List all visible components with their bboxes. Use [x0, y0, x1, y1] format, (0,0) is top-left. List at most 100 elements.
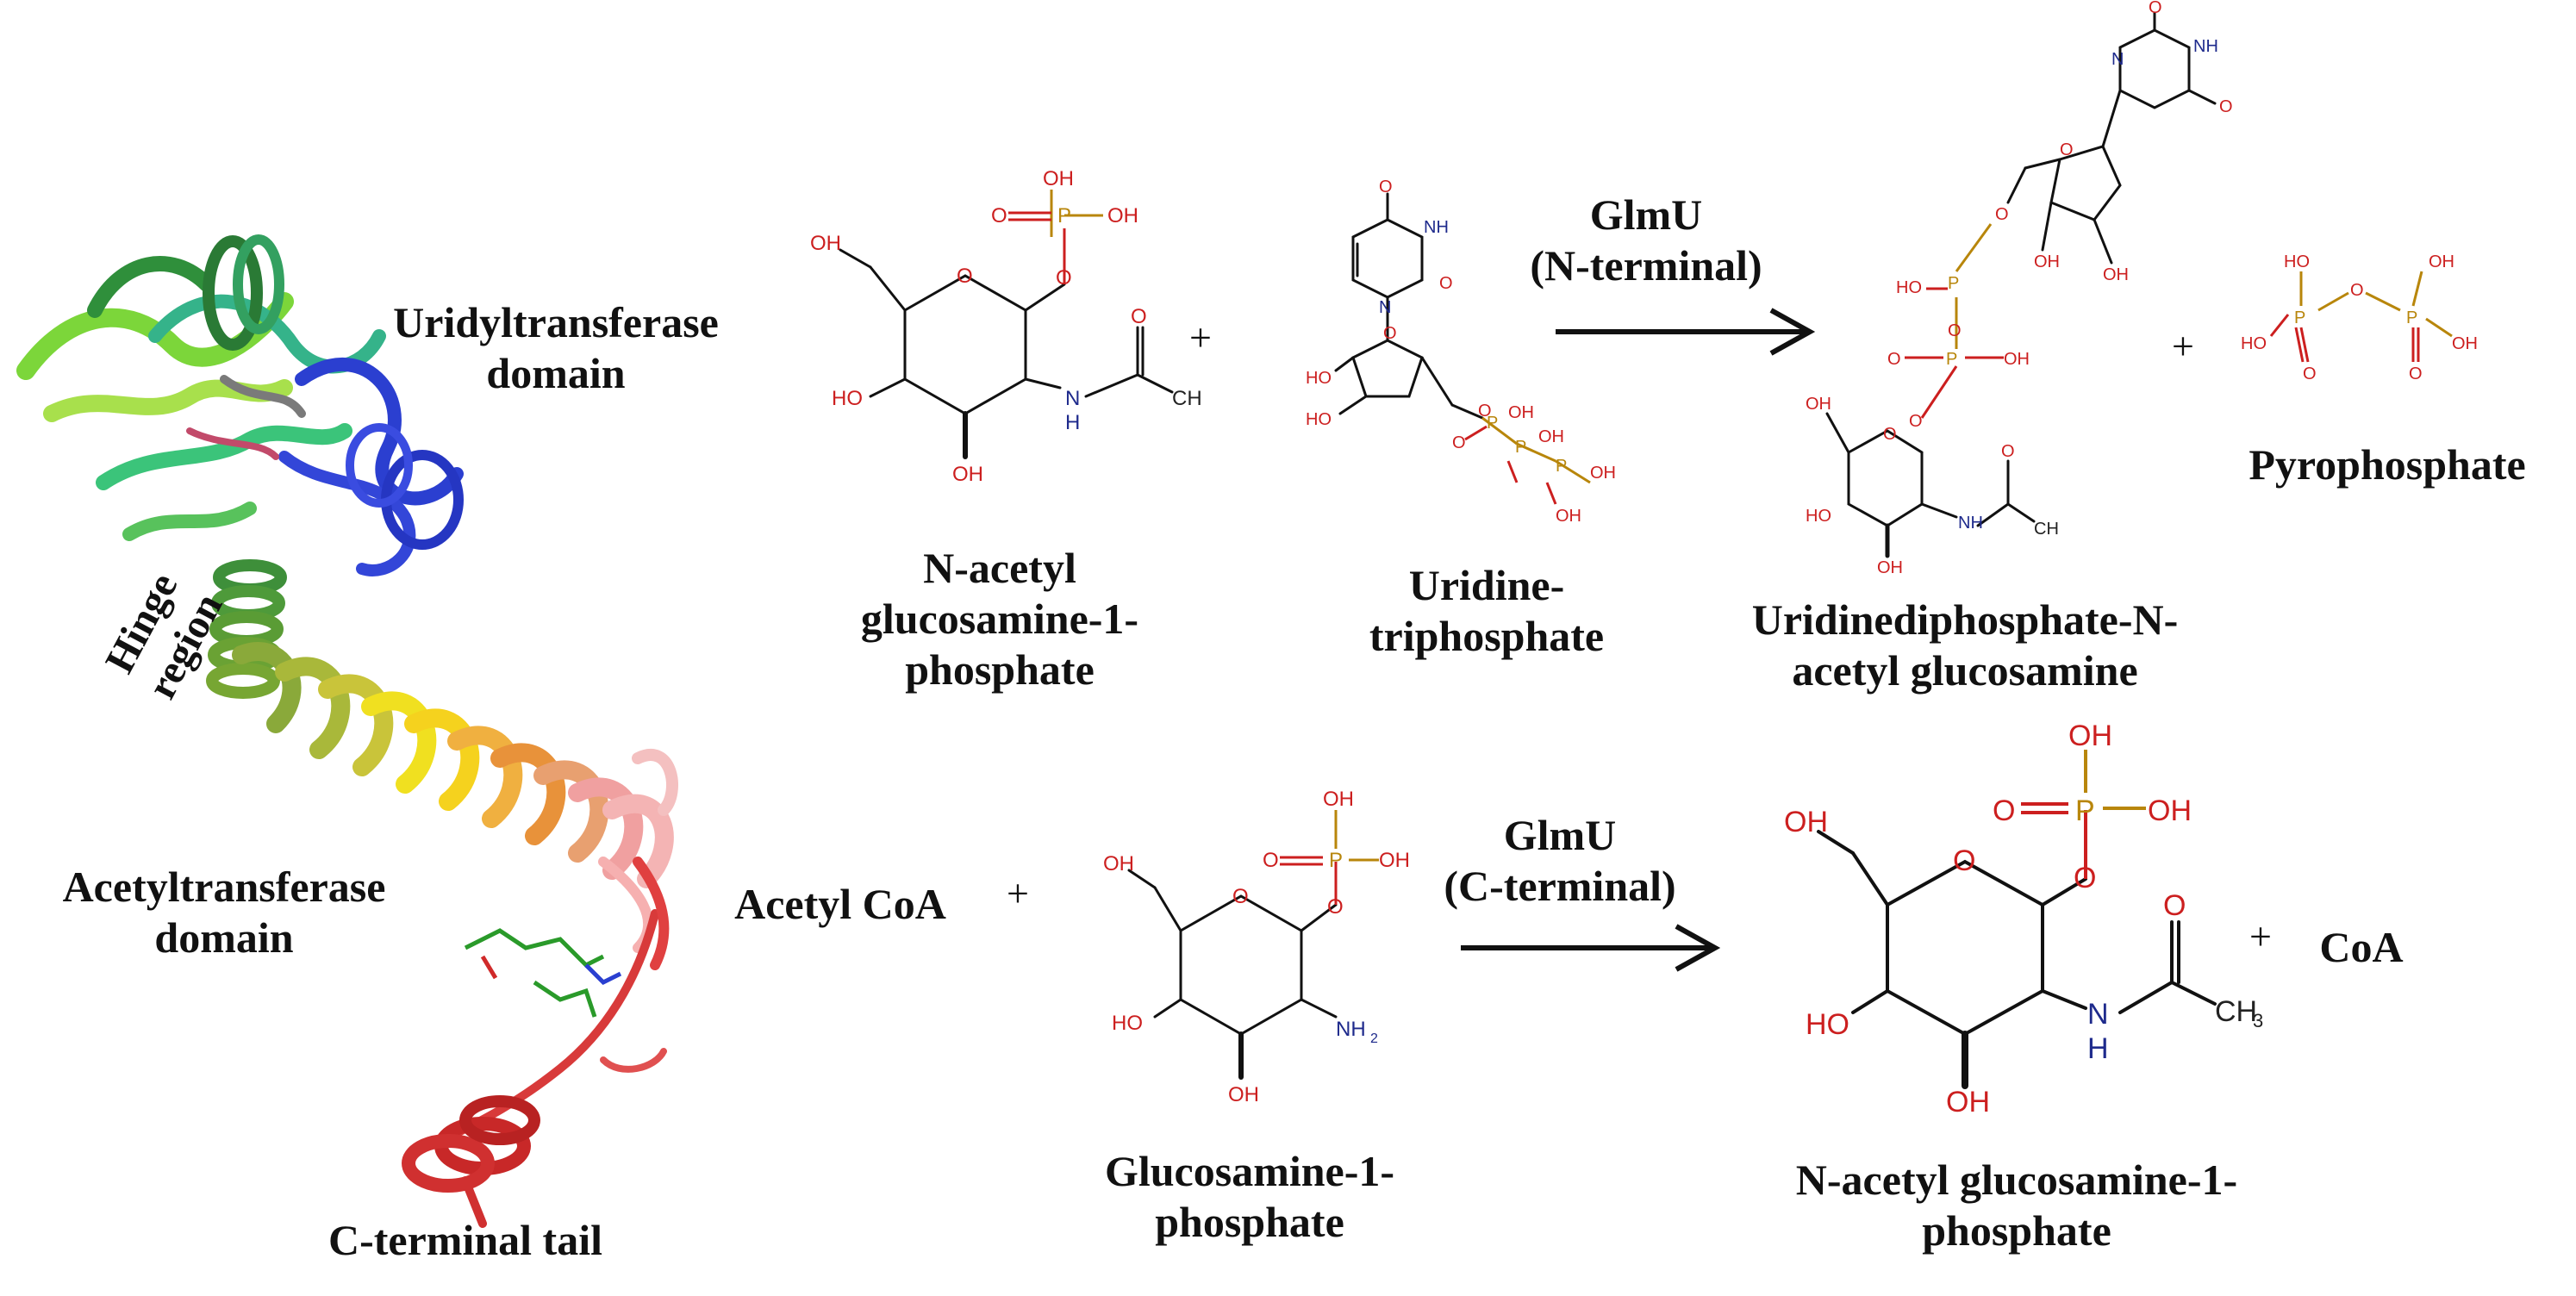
reaction2-substrate1-label: Acetyl CoA — [734, 880, 946, 928]
acetyltransferase-domain-ribbon — [232, 642, 678, 953]
svg-text:OH: OH — [2148, 794, 2192, 827]
svg-text:OH: OH — [1323, 788, 1354, 811]
svg-text:N: N — [2111, 50, 2124, 69]
svg-text:O: O — [2219, 97, 2233, 116]
svg-text:OH: OH — [952, 463, 983, 486]
svg-text:O: O — [1056, 266, 1072, 290]
svg-text:OH: OH — [1538, 427, 1564, 446]
svg-text:P: P — [1556, 457, 1567, 476]
acetyltransferase-domain-label: Acetyltransferase domain — [62, 863, 386, 962]
svg-text:P: P — [1487, 414, 1498, 433]
svg-text:NH: NH — [2193, 37, 2218, 56]
svg-text:HO: HO — [1896, 278, 1922, 297]
svg-text:CH: CH — [2215, 995, 2257, 1028]
svg-text:OH: OH — [1228, 1083, 1259, 1106]
svg-text:O: O — [2350, 281, 2364, 300]
svg-text:P: P — [1948, 274, 1959, 293]
svg-text:P: P — [2294, 308, 2305, 327]
svg-text:CH: CH — [2034, 520, 2059, 539]
hinge-region-helix — [206, 559, 287, 699]
svg-text:3: 3 — [2253, 1010, 2263, 1031]
reaction1-product2-label: Pyrophosphate — [2249, 440, 2526, 489]
svg-text:OH: OH — [1946, 1086, 1990, 1118]
n-acetylglucosamine-1-phosphate-large-structure: O OH O P OH OH O N H O CH 3 HO OH — [1784, 720, 2263, 1118]
reaction1-enzyme-label: GlmU (N-terminal) — [1530, 190, 1762, 290]
reaction2-enzyme-label: GlmU (C-terminal) — [1444, 811, 1676, 910]
svg-text:O: O — [1948, 321, 1962, 340]
svg-text:P: P — [1329, 849, 1343, 872]
svg-text:O: O — [1995, 205, 2009, 224]
uridyltransferase-domain-label: Uridyltransferase domain — [393, 298, 719, 397]
svg-text:OH: OH — [2068, 720, 2112, 752]
svg-text:O: O — [991, 204, 1007, 227]
svg-text:OH: OH — [1107, 204, 1138, 227]
svg-text:HO: HO — [2241, 334, 2267, 353]
svg-text:H: H — [1065, 411, 1080, 434]
svg-text:NH: NH — [1424, 218, 1449, 237]
svg-text:HO: HO — [1306, 369, 1332, 388]
svg-text:HO: HO — [1806, 507, 1831, 526]
svg-text:NH: NH — [1336, 1018, 1366, 1041]
svg-text:H: H — [2087, 1032, 2109, 1065]
svg-text:N: N — [1065, 387, 1080, 410]
svg-text:OH: OH — [2452, 334, 2478, 353]
uridine-triphosphate-structure: O NH O N O HO HO O P OH P OH P OH OH O — [1306, 178, 1616, 526]
uridyltransferase-domain-ribbon — [16, 234, 464, 576]
svg-text:O: O — [1383, 324, 1397, 343]
ligand-sticks — [464, 928, 622, 1018]
svg-text:HO: HO — [1306, 410, 1332, 429]
svg-text:O: O — [1452, 433, 1466, 452]
c-terminal-tail-ribbon — [402, 857, 670, 1228]
svg-text:OH: OH — [2103, 265, 2129, 284]
udp-n-acetylglucosamine-structure: O NH O N O OH OH O P HO O P O OH O O OH … — [1806, 0, 2233, 577]
svg-text:OH: OH — [2034, 252, 2060, 271]
svg-text:OH: OH — [1590, 464, 1616, 483]
glucosamine-1-phosphate-structure: O OH O P OH OH O NH 2 HO OH — [1103, 788, 1410, 1106]
svg-text:P: P — [2075, 794, 2095, 827]
svg-text:P: P — [1057, 204, 1071, 227]
svg-text:OH: OH — [810, 232, 841, 255]
reaction2-substrate2-label: Glucosamine-1- phosphate — [1104, 1147, 1395, 1246]
svg-text:O: O — [2001, 442, 2015, 461]
svg-text:OH: OH — [1806, 395, 1831, 414]
n-acetylglucosamine-1-phosphate-structure: O OH O P OH OH O N H O CH HO OH — [810, 167, 1202, 486]
svg-text:OH: OH — [1508, 403, 1534, 422]
svg-text:HO: HO — [2284, 252, 2310, 271]
svg-text:O: O — [1379, 178, 1393, 196]
svg-text:O: O — [2163, 889, 2186, 922]
reaction1-arrow — [1556, 308, 1816, 356]
svg-text:O: O — [2149, 0, 2162, 17]
svg-text:O: O — [1909, 412, 1923, 431]
svg-text:HO: HO — [832, 387, 863, 410]
svg-text:OH: OH — [1556, 507, 1581, 526]
reaction2-product1-label: N-acetyl glucosamine-1- phosphate — [1795, 1156, 2238, 1255]
reaction1-substrate2-label: Uridine- triphosphate — [1369, 561, 1605, 660]
svg-text:O: O — [1439, 274, 1453, 293]
svg-text:O: O — [2060, 140, 2074, 159]
svg-text:NH: NH — [1958, 514, 1983, 533]
reaction1-product1-label: Uridinediphosphate-N- acetyl glucosamine — [1751, 595, 2179, 695]
reaction2-plus-2: + — [2249, 914, 2272, 958]
svg-text:O: O — [2303, 364, 2317, 383]
svg-text:P: P — [1946, 350, 1957, 369]
svg-text:HO: HO — [1112, 1012, 1143, 1035]
svg-text:P: P — [2406, 308, 2417, 327]
svg-text:O: O — [1887, 350, 1901, 369]
reaction2-arrow — [1461, 924, 1721, 972]
svg-text:N: N — [2087, 998, 2109, 1031]
svg-text:O: O — [957, 265, 973, 288]
pyrophosphate-structure: HO HO P O O P OH O OH — [2241, 252, 2478, 383]
svg-text:O: O — [2074, 862, 2096, 894]
svg-text:2: 2 — [1370, 1031, 1378, 1046]
reaction1-substrate1-label: N-acetyl glucosamine-1- phosphate — [860, 544, 1139, 694]
svg-text:OH: OH — [2429, 252, 2454, 271]
reaction2-product2-label: CoA — [2319, 923, 2404, 971]
svg-text:OH: OH — [1043, 167, 1074, 190]
svg-text:P: P — [1515, 438, 1526, 457]
svg-text:O: O — [1883, 425, 1897, 444]
svg-text:O: O — [2409, 364, 2423, 383]
reaction1-plus-1: + — [1189, 315, 1212, 359]
svg-text:N: N — [1379, 298, 1391, 317]
svg-text:OH: OH — [1379, 849, 1410, 872]
svg-text:HO: HO — [1806, 1008, 1849, 1041]
